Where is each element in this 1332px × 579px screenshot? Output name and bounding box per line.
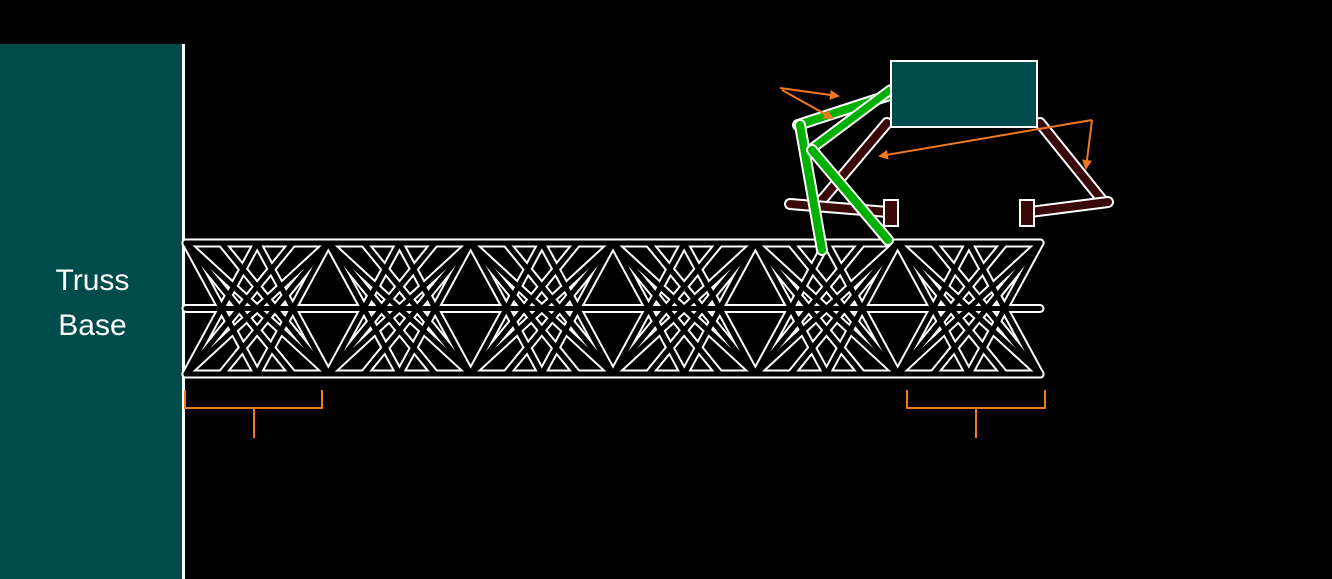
- robot-body: [890, 60, 1038, 128]
- truss-structure: [181, 238, 1045, 379]
- annotation-arrow: [878, 119, 1093, 160]
- annotation-arrow: [779, 87, 840, 100]
- passive-arm-front: [1019, 117, 1114, 227]
- rear-gripper: [883, 199, 899, 227]
- annotation-arrow: [781, 89, 834, 119]
- passive-arm-rear: [784, 117, 899, 227]
- front-gripper: [1019, 199, 1035, 227]
- truss-robot: [784, 60, 1114, 256]
- right-bay-bracket: [906, 390, 1046, 438]
- annotations: [184, 87, 1093, 438]
- annotation-arrow: [1082, 119, 1093, 170]
- active-arm: [792, 84, 896, 256]
- truss-base-label: Truss Base: [55, 264, 130, 342]
- left-bay-bracket: [184, 390, 323, 438]
